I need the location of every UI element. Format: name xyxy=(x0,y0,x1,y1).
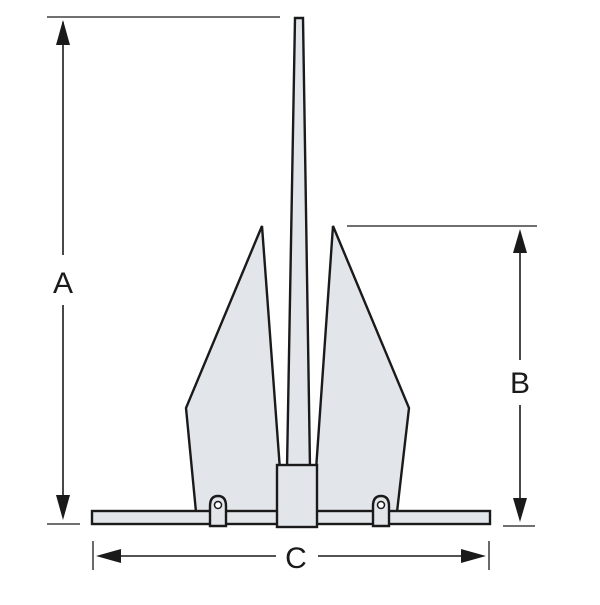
arrow-up-icon xyxy=(56,20,70,45)
right-stock-tab xyxy=(371,494,391,528)
right-tab-hole xyxy=(376,500,386,510)
left-fluke xyxy=(184,225,282,514)
anchor-illustration xyxy=(90,16,492,529)
dimension-a-label: A xyxy=(53,267,73,300)
dimension-a: A xyxy=(47,16,280,525)
dimension-c-label: C xyxy=(285,542,307,575)
arrow-up-icon xyxy=(513,229,527,253)
arrow-left-icon xyxy=(96,549,121,563)
left-stock-tab xyxy=(208,494,228,528)
dimension-b: B xyxy=(347,225,537,527)
shank xyxy=(285,16,312,470)
crown-block xyxy=(275,463,319,529)
arrow-down-icon xyxy=(56,495,70,520)
left-tab-hole xyxy=(213,500,223,510)
arrow-down-icon xyxy=(513,498,527,522)
right-fluke xyxy=(314,225,411,514)
dimension-b-label: B xyxy=(510,367,530,400)
dimension-c: C xyxy=(92,541,490,575)
arrow-right-icon xyxy=(461,549,486,563)
